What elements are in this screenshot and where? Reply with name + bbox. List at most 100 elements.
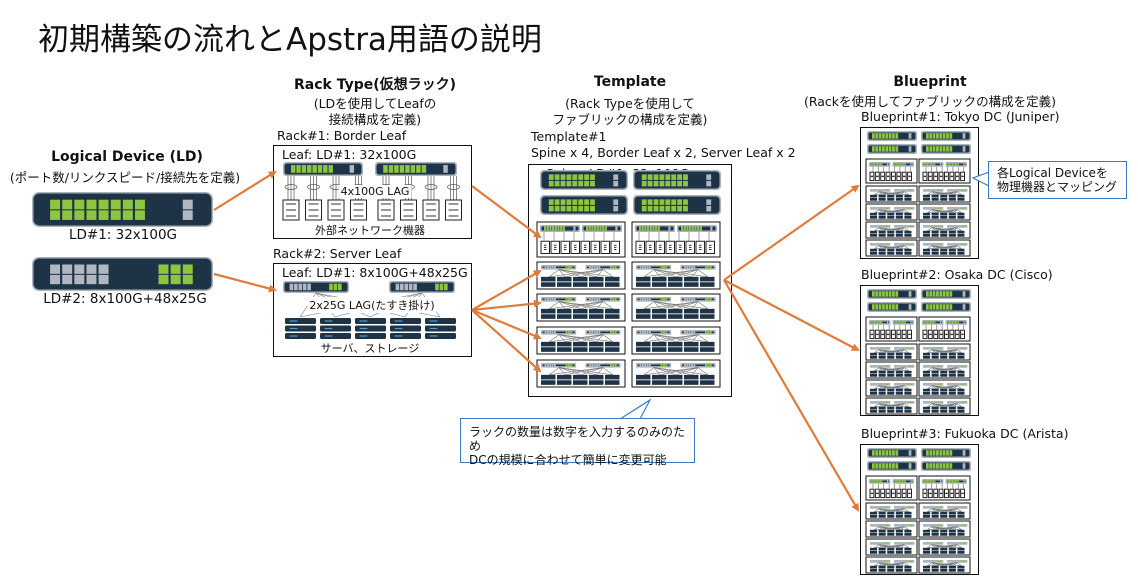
port: [665, 298, 668, 301]
port: [950, 365, 952, 368]
port: [938, 365, 940, 368]
link-line: [927, 562, 932, 567]
link-line: [580, 334, 604, 343]
server-led: [324, 335, 333, 337]
link-line: [697, 367, 709, 376]
mini-server: [948, 388, 956, 392]
mini-server: [870, 533, 878, 536]
port: [930, 243, 932, 246]
port: [930, 401, 932, 404]
mini-server: [923, 230, 931, 234]
mini-server: [878, 529, 886, 533]
link-line: [957, 367, 962, 372]
link-line: [653, 301, 661, 310]
port: [876, 401, 878, 404]
port: [926, 304, 929, 310]
switch-icon: [540, 195, 628, 215]
switch-icon: [585, 297, 621, 302]
port: [937, 560, 939, 563]
port: [86, 210, 97, 220]
rack-type-subtitle-1: (LDを使用してLeafの: [313, 96, 437, 111]
port: [874, 321, 876, 324]
port: [706, 205, 712, 212]
port: [949, 291, 953, 297]
mini-server: [904, 529, 912, 533]
switch-icon: [894, 225, 915, 228]
link-line: [596, 367, 604, 376]
mini-server: [940, 529, 948, 533]
port: [925, 524, 927, 527]
port: [929, 401, 931, 404]
mini-server: [878, 230, 886, 234]
port: [909, 189, 911, 192]
port: [961, 506, 963, 509]
port: [942, 450, 946, 456]
link-line: [558, 301, 598, 310]
link-line: [944, 209, 958, 214]
mini-server: [931, 569, 939, 572]
flow-arrow: [723, 279, 860, 351]
port: [926, 189, 928, 192]
port: [897, 560, 899, 563]
port: [874, 207, 876, 210]
port: [926, 146, 929, 152]
mini-server: [668, 341, 683, 347]
port: [872, 450, 875, 456]
port: [964, 401, 966, 404]
port: [598, 266, 601, 269]
switch-icon: [923, 542, 944, 545]
port: [911, 524, 913, 527]
port: [596, 226, 599, 231]
port: [50, 264, 61, 274]
link-line: [691, 367, 699, 376]
port: [877, 506, 879, 509]
switch-icon: [947, 365, 968, 368]
port: [50, 210, 61, 220]
switch-icon: [870, 225, 891, 228]
port: [690, 364, 693, 367]
port: [911, 347, 913, 350]
port: [898, 347, 900, 350]
link-line: [653, 367, 661, 376]
port: [872, 163, 874, 166]
mini-server: [957, 370, 965, 374]
port: [897, 542, 899, 545]
port: [908, 450, 912, 456]
external-device-icon: [938, 329, 944, 340]
port: [953, 207, 955, 210]
port: [939, 225, 942, 228]
port: [925, 189, 927, 192]
rack1-endpoint: 外部ネットワーク機器: [315, 224, 425, 237]
link-line: [904, 367, 909, 372]
mini-server: [957, 374, 965, 377]
link-line: [878, 245, 909, 250]
switch-icon: [541, 265, 577, 270]
mini-server: [904, 392, 912, 395]
port: [886, 163, 889, 166]
external-device-icon: [880, 171, 886, 182]
mini-server: [931, 252, 939, 255]
port: [896, 347, 898, 350]
port: [904, 163, 906, 166]
port: [873, 524, 875, 527]
port: [962, 365, 964, 368]
link-line: [558, 269, 582, 278]
port: [885, 189, 887, 192]
port: [610, 266, 612, 269]
port: [885, 146, 889, 152]
switch-icon: [633, 170, 721, 190]
mini-server: [878, 352, 886, 356]
external-device-icon: [907, 329, 912, 340]
link-line: [878, 209, 884, 214]
port: [894, 163, 896, 166]
mini-server: [541, 276, 556, 282]
port: [565, 364, 568, 367]
port: [546, 226, 549, 231]
mini-server: [948, 230, 956, 234]
flow-arrow: [471, 270, 542, 311]
switch-icon: [870, 383, 891, 386]
port: [961, 189, 963, 192]
port: [551, 364, 554, 367]
port: [586, 226, 589, 231]
port: [688, 364, 691, 367]
